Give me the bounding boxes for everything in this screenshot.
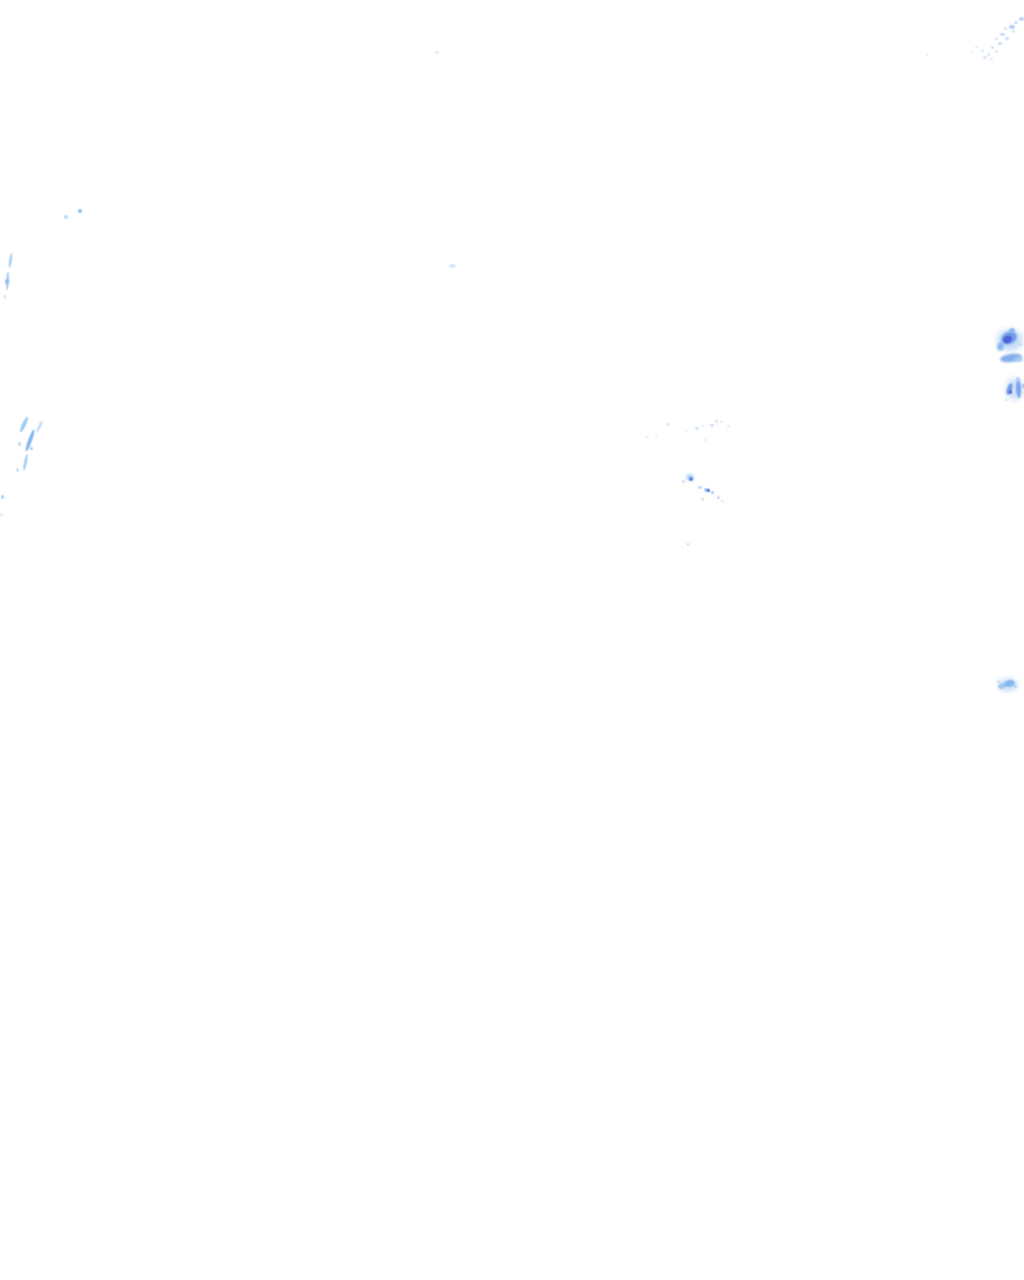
radar-echo [646,436,649,438]
radar-echo [1006,378,1024,400]
radar-echo [64,215,68,219]
radar-echo [1009,328,1015,333]
radar-echo [720,421,723,423]
radar-echo [1015,378,1022,399]
radar-echo [990,58,993,60]
radar-echo [0,513,3,517]
radar-echo [695,427,699,430]
radar-echo [16,468,19,472]
radar-echo [981,49,984,52]
radar-echo [24,429,36,452]
radar-echo [656,434,658,436]
radar-echo [1009,25,1015,29]
radar-echo [1014,21,1018,24]
radar-echo [702,425,704,427]
radar-echo [686,474,694,481]
radar-echo [687,925,689,927]
radar-echo [686,543,690,546]
radar-echo [991,46,994,49]
radar-echo [997,680,1000,683]
radar-echo [686,430,688,432]
radar-echo [998,42,1002,45]
radar-echo [995,341,1006,352]
radar-echo [1001,334,1014,345]
radar-echo [1019,343,1022,346]
radar-echo [997,682,1007,690]
radar-echo [717,496,720,499]
radar-echo [1019,17,1024,21]
radar-echo [711,491,714,494]
radar-echo [18,442,21,446]
radar-echo [449,264,456,268]
radar-echo [999,352,1023,364]
radar-echo [710,424,714,427]
radar-echo [666,423,669,426]
radar-echo [1000,33,1005,36]
radar-echo [30,447,33,450]
radar-echo [1005,399,1008,401]
radar-echo [727,425,730,427]
radar-echo [689,477,693,481]
radar-echo [5,271,10,291]
radar-echo [1005,37,1009,40]
radar-echo [22,453,29,472]
radar-echo [995,50,998,53]
radar-echo [1004,27,1007,30]
radar-echo [707,489,710,492]
radar-echo [1016,377,1020,382]
radar-echo [997,329,1023,351]
radar-echo [1005,382,1014,396]
radar-echo [682,480,685,483]
radar-echo [681,546,683,548]
radar-echo [1013,685,1017,688]
radar-echo [998,678,1018,692]
radar-echo [78,209,82,213]
radar-echo [18,415,30,434]
radar-echo [704,488,709,492]
radar-echo [1003,679,1016,688]
radar-echo [926,54,929,56]
radar-echo [975,46,978,48]
radar-echo [987,53,990,56]
radar-echo [435,51,439,54]
radar-echo [721,500,724,502]
radar-echo [1009,390,1012,394]
radar-echo [5,279,9,284]
radar-echo [7,252,14,269]
radar-echo [983,56,987,59]
radar-echo [970,51,973,53]
radar-echo [999,329,1019,347]
radar-echo [1014,357,1023,362]
radar-echo [715,420,718,423]
radar-echo [698,486,702,489]
radar-echo [995,37,998,40]
radar-echo [4,295,6,299]
radar-echo [703,439,706,441]
radar-echo [1,495,4,499]
radar-echo [1012,30,1015,33]
radar-echo [701,498,704,501]
radar-echo [35,419,44,434]
